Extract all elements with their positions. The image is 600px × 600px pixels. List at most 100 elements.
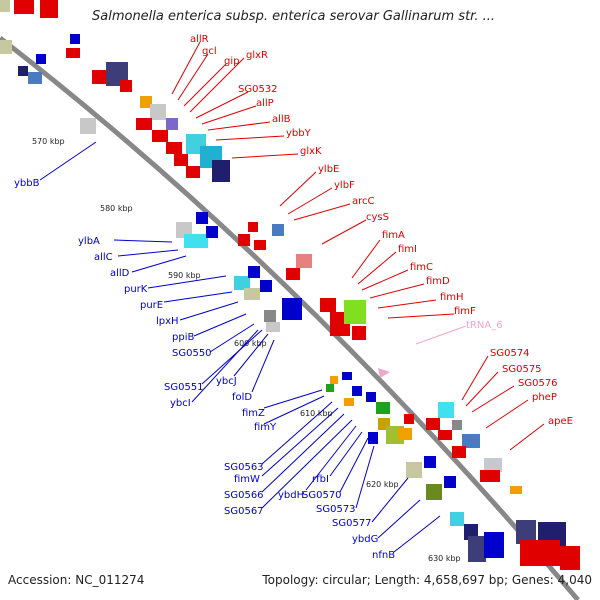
gene-block	[174, 154, 188, 166]
gene-block	[166, 118, 178, 130]
gene-block	[352, 386, 362, 396]
gene-block	[66, 48, 80, 58]
gene-block	[366, 392, 376, 402]
gene-block	[0, 40, 12, 54]
gene-block	[462, 434, 480, 448]
gene-block	[424, 456, 436, 468]
gene-label-fimZ: fimZ	[242, 408, 265, 419]
gene-label-purK: purK	[124, 284, 148, 295]
gene-label-ylbA: ylbA	[78, 236, 100, 247]
gene-block	[438, 402, 454, 418]
gene-block	[248, 222, 258, 232]
gene-label-gip: gip	[224, 56, 239, 67]
gene-block	[272, 224, 284, 236]
gene-block	[376, 402, 390, 414]
gene-block	[444, 476, 456, 488]
gene-block	[92, 70, 108, 84]
gene-block	[248, 266, 260, 278]
gene-label-ybdG: ybdG	[352, 534, 378, 545]
gene-block	[342, 372, 352, 380]
gene-block	[80, 118, 96, 134]
gene-label-glxK: glxK	[300, 146, 322, 157]
reverse-labels	[39, 141, 441, 553]
gene-label-arcC: arcC	[352, 196, 375, 207]
trna-leader	[415, 325, 467, 345]
gene-label-SG0570: SG0570	[302, 490, 342, 501]
gene-block	[14, 0, 34, 14]
gene-block	[264, 310, 276, 322]
tick-label: 610 kbp	[300, 409, 333, 418]
gene-block	[286, 268, 300, 280]
gene-block	[212, 160, 230, 182]
gene-block	[438, 430, 452, 440]
gene-block	[450, 512, 464, 526]
gene-label-allD: allD	[110, 268, 130, 279]
forward-label-texts: allR gcl gip glxR SG0532 allP allB ybbY …	[190, 34, 573, 427]
gene-block	[150, 104, 166, 120]
gene-label-SG0550: SG0550	[172, 348, 212, 359]
gene-block	[196, 212, 208, 224]
gene-label-ybcI: ybcI	[170, 398, 191, 409]
gene-block	[452, 446, 466, 458]
gene-label-SG0574: SG0574	[490, 348, 530, 359]
tick-label: 590 kbp	[168, 271, 201, 280]
gene-label-allP: allP	[256, 98, 274, 109]
gene-block	[344, 398, 354, 406]
gene-block	[206, 226, 218, 238]
gene-label-lpxH: lpxH	[156, 316, 179, 327]
gene-label-glxR: glxR	[246, 50, 268, 61]
gene-label-purE: purE	[140, 300, 163, 311]
gene-label-ybbB: ybbB	[14, 178, 40, 189]
gene-label-ppiB: ppiB	[172, 332, 194, 343]
gene-label-gcl: gcl	[202, 46, 217, 57]
tick-label: 600 kbp	[234, 339, 267, 348]
gene-block	[520, 540, 560, 566]
gene-label-fimH: fimH	[440, 292, 464, 303]
topology-text: Topology: circular; Length: 4,658,697 bp…	[262, 573, 592, 587]
gene-block	[36, 54, 46, 64]
gene-block	[260, 280, 272, 292]
gene-block	[254, 240, 266, 250]
gene-block	[468, 536, 486, 562]
gene-label-rfbI: rfbI	[312, 474, 329, 485]
genome-backbone	[0, 36, 580, 600]
gene-block	[426, 418, 440, 430]
gene-label-ybbY: ybbY	[286, 128, 312, 139]
tick-label: 620 kbp	[366, 480, 399, 489]
gene-label-fimF: fimF	[454, 306, 476, 317]
gene-block	[480, 470, 500, 482]
gene-label-fimY: fimY	[254, 422, 277, 433]
gene-block	[516, 520, 536, 544]
genome-title: Salmonella enterica subsp. enterica sero…	[92, 9, 495, 24]
accession-text: Accession: NC_011274	[8, 573, 145, 587]
gene-block	[186, 166, 200, 178]
gene-block	[352, 326, 366, 340]
gene-block	[330, 376, 338, 384]
tick-label: 630 kbp	[428, 554, 461, 563]
gene-label-fimA: fimA	[382, 230, 405, 241]
gene-features	[0, 0, 580, 570]
gene-label-ybcJ: ybcJ	[216, 376, 237, 387]
gene-block	[266, 322, 280, 332]
tick-label: 570 kbp	[32, 137, 65, 146]
gene-block	[152, 130, 168, 142]
gene-block	[344, 300, 366, 324]
gene-label-allR: allR	[190, 34, 209, 45]
gene-block	[40, 0, 58, 18]
gene-label-ybdH: ybdH	[278, 490, 304, 501]
gene-label-SG0577: SG0577	[332, 518, 372, 529]
gene-label-fimD: fimD	[426, 276, 450, 287]
gene-label-fimC: fimC	[410, 262, 433, 273]
gene-label-SG0573: SG0573	[316, 504, 356, 515]
gene-label-SG0551: SG0551	[164, 382, 204, 393]
gene-block	[426, 484, 442, 500]
gene-block	[452, 420, 462, 430]
reverse-label-texts: ybbB ylbA allC allD purK purE lpxH ppiB …	[14, 178, 395, 561]
tick-label: 580 kbp	[100, 204, 133, 213]
gene-block	[326, 384, 334, 392]
gene-label-SG0575: SG0575	[502, 364, 542, 375]
gene-label-allC: allC	[94, 252, 113, 263]
gene-label-ylbF: ylbF	[334, 180, 355, 191]
gene-block	[560, 546, 580, 570]
